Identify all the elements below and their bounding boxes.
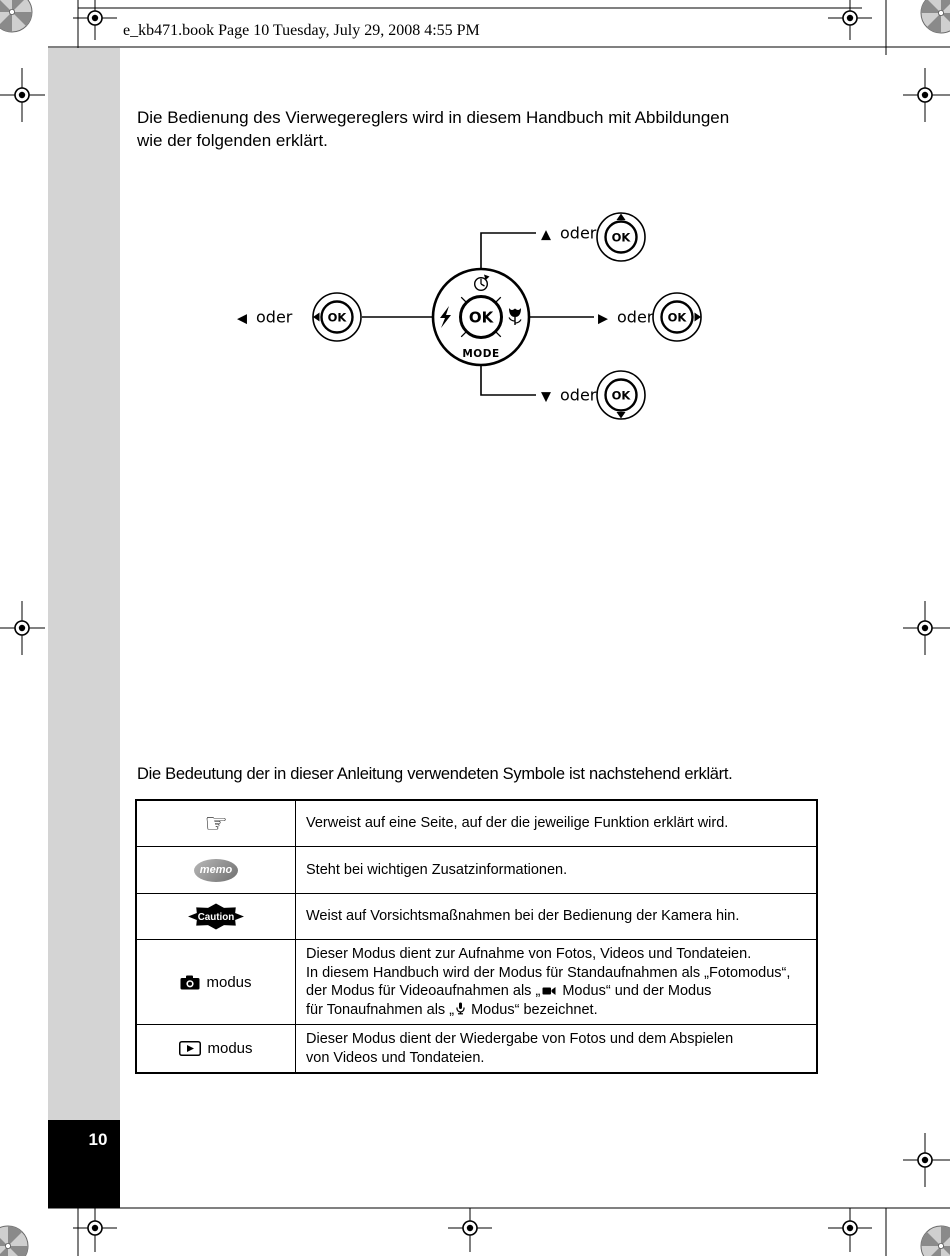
caution-icon: Caution bbox=[188, 903, 244, 930]
intro-paragraph: Die Bedienung des Vierwegereglers wird i… bbox=[137, 106, 729, 152]
left-triangle-icon: ◀ bbox=[237, 312, 247, 327]
text-cell: Verweist auf eine Seite, auf der die jew… bbox=[296, 801, 816, 846]
registration-mark bbox=[73, 0, 117, 40]
right-word: oder bbox=[617, 308, 654, 327]
down-arrow-mark bbox=[616, 412, 626, 419]
row-text-line: Dieser Modus dient zur Aufnahme von Foto… bbox=[306, 946, 752, 962]
icon-cell: ☞ bbox=[137, 801, 296, 846]
up-alternative: ▲ oder OK bbox=[541, 212, 646, 262]
text-cell: Weist auf Vorsichtsmaßnahmen bei der Bed… bbox=[296, 894, 816, 939]
ok-button-center bbox=[459, 295, 503, 339]
row-text-line: In diesem Handbuch wird der Modus für St… bbox=[306, 964, 791, 981]
pinwheel-mark bbox=[0, 1225, 29, 1256]
up-word: oder bbox=[560, 224, 597, 243]
self-timer-icon bbox=[474, 274, 490, 291]
right-arrow-mark bbox=[694, 312, 701, 322]
playback-mode-caption: modus bbox=[207, 1040, 253, 1057]
page-reference-icon: ☞ bbox=[204, 808, 228, 839]
down-alternative: ▼ oder OK bbox=[541, 370, 646, 420]
up-arrow-mark bbox=[616, 213, 626, 220]
ok-right-label: OK bbox=[668, 311, 688, 325]
text-cell: Dieser Modus dient der Wiedergabe von Fo… bbox=[296, 1025, 816, 1072]
pinwheel-mark bbox=[920, 1225, 950, 1256]
left-arrow-mark bbox=[313, 312, 320, 322]
registration-mark bbox=[73, 1208, 117, 1252]
left-word: oder bbox=[256, 308, 293, 327]
icon-cell: modus bbox=[137, 1025, 296, 1072]
registration-mark bbox=[828, 0, 872, 40]
caution-icon-label: Caution bbox=[198, 912, 235, 923]
intro-line-2: wie der folgenden erklärt. bbox=[137, 131, 328, 150]
row-text-fragment: für Tonaufnahmen als „ bbox=[306, 1001, 455, 1018]
registration-mark bbox=[903, 601, 950, 655]
memo-icon-label: memo bbox=[199, 864, 233, 876]
row-text-line: für Tonaufnahmen als „ Modus“ bezeichnet… bbox=[306, 1001, 806, 1020]
ok-button-down: OK bbox=[596, 370, 646, 420]
left-alternative: ◀ oder OK bbox=[237, 292, 362, 342]
ok-down-label: OK bbox=[612, 389, 632, 403]
camera-mode-icon bbox=[180, 975, 200, 989]
registration-mark bbox=[903, 68, 950, 122]
registration-mark bbox=[828, 1208, 872, 1252]
symbols-table: ☞ Verweist auf eine Seite, auf der die j… bbox=[135, 799, 818, 1074]
row-text-line: Dieser Modus dient der Wiedergabe von Fo… bbox=[306, 1031, 734, 1047]
right-alternative: ▶ oder OK bbox=[598, 292, 702, 342]
ok-up-label: OK bbox=[612, 231, 632, 245]
icon-cell: Caution bbox=[137, 894, 296, 939]
row-text-fragment: der Modus für Videoaufnahmen als „ bbox=[306, 983, 541, 999]
registration-mark bbox=[0, 601, 45, 655]
table-row-playback-mode: modus Dieser Modus dient der Wiedergabe … bbox=[137, 1024, 816, 1072]
ok-center-label: OK bbox=[469, 309, 495, 327]
connector-lines bbox=[362, 232, 594, 396]
intro-line-1: Die Bedienung des Vierwegereglers wird i… bbox=[137, 108, 730, 127]
microphone-icon bbox=[456, 1002, 465, 1014]
pinwheel-mark bbox=[0, 0, 33, 33]
icon-cell: modus bbox=[137, 940, 296, 1024]
registration-mark bbox=[448, 1208, 492, 1252]
symbols-intro: Die Bedeutung der in dieser Anleitung ve… bbox=[137, 765, 733, 783]
row-text-fragment: Modus“ bezeichnet. bbox=[467, 1001, 598, 1018]
playback-mode-icon bbox=[179, 1041, 202, 1056]
page-number: 10 bbox=[88, 1130, 108, 1149]
registration-mark bbox=[0, 68, 45, 122]
down-word: oder bbox=[560, 386, 597, 405]
four-way-controller-diagram: MODE OK ▲ oder OK ◀ oder OK ▶ oder bbox=[237, 212, 702, 420]
capture-mode-caption: modus bbox=[206, 973, 252, 991]
table-row-memo: memo Steht bei wichtigen Zusatzinformati… bbox=[137, 846, 816, 893]
mode-label: MODE bbox=[462, 348, 499, 360]
ok-button-right: OK bbox=[652, 292, 702, 342]
pinwheel-mark bbox=[920, 0, 950, 34]
ok-button-left: OK bbox=[312, 292, 362, 342]
table-row-capture-mode: modus Dieser Modus dient zur Aufnahme vo… bbox=[137, 939, 816, 1024]
icon-cell: memo bbox=[137, 847, 296, 893]
right-triangle-icon: ▶ bbox=[598, 312, 608, 327]
ok-button-up: OK bbox=[596, 212, 646, 262]
down-triangle-icon: ▼ bbox=[541, 390, 551, 405]
memo-icon: memo bbox=[194, 858, 238, 882]
row-text: Verweist auf eine Seite, auf der die jew… bbox=[306, 815, 729, 832]
row-text-line: von Videos und Tondateien. bbox=[306, 1049, 485, 1066]
row-text-fragment: Modus“ und der Modus bbox=[558, 983, 712, 999]
ring-notches bbox=[460, 296, 502, 338]
text-cell: Dieser Modus dient zur Aufnahme von Foto… bbox=[296, 940, 816, 1024]
page-number-tab: 10 bbox=[48, 1120, 120, 1208]
flash-icon bbox=[440, 306, 451, 328]
thumb-index-bar bbox=[48, 48, 120, 1120]
row-text-line: der Modus für Videoaufnahmen als „ Modus… bbox=[306, 982, 806, 1001]
running-header: e_kb471.book Page 10 Tuesday, July 29, 2… bbox=[123, 22, 480, 39]
table-row-page-reference: ☞ Verweist auf eine Seite, auf der die j… bbox=[137, 801, 816, 846]
table-row-caution: Caution Weist auf Vorsichtsmaßnahmen bei… bbox=[137, 893, 816, 939]
up-triangle-icon: ▲ bbox=[541, 228, 551, 243]
row-text: Weist auf Vorsichtsmaßnahmen bei der Bed… bbox=[306, 908, 740, 925]
text-cell: Steht bei wichtigen Zusatzinformationen. bbox=[296, 847, 816, 893]
registration-mark bbox=[903, 1133, 950, 1187]
ok-left-label: OK bbox=[328, 311, 348, 325]
row-text: Steht bei wichtigen Zusatzinformationen. bbox=[306, 861, 568, 878]
movie-camera-icon bbox=[542, 987, 556, 995]
controller-ring: MODE OK bbox=[431, 267, 531, 367]
macro-icon bbox=[508, 308, 522, 325]
